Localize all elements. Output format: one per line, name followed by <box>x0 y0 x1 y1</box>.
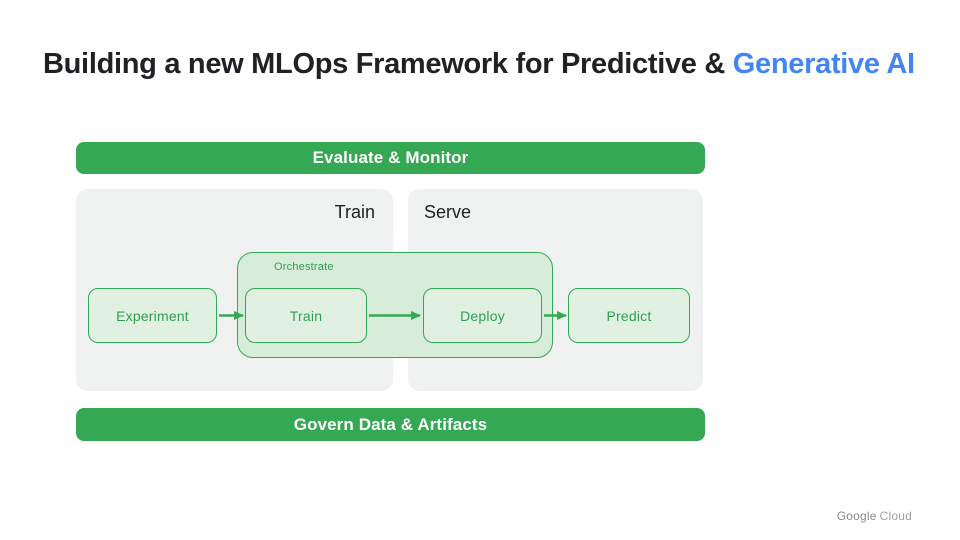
node-experiment-label: Experiment <box>116 307 189 324</box>
node-deploy-label: Deploy <box>460 307 505 324</box>
slide-title-text: Building a new MLOps Framework for Predi… <box>43 48 733 80</box>
train-panel-label: Train <box>334 202 375 222</box>
node-predict-label: Predict <box>606 307 652 324</box>
node-deploy: Deploy <box>423 288 542 343</box>
node-experiment: Experiment <box>88 288 217 343</box>
google-logo-text: Google <box>836 509 877 523</box>
cloud-logo-text: Cloud <box>879 509 912 523</box>
node-predict: Predict <box>568 288 690 343</box>
evaluate-monitor-banner: Evaluate & Monitor <box>76 142 705 174</box>
govern-banner-label: Govern Data & Artifacts <box>293 414 488 434</box>
govern-banner: Govern Data & Artifacts <box>76 408 705 441</box>
generative-ai-highlight: Generative AI <box>732 48 915 80</box>
evaluate-monitor-banner-label: Evaluate & Monitor <box>312 148 469 167</box>
node-train: Train <box>245 288 367 343</box>
node-train-label: Train <box>289 307 323 324</box>
slide-title: Building a new MLOps Framework for Predi… <box>43 48 923 81</box>
serve-panel-label: Serve <box>424 202 472 222</box>
orchestrate-group-label: Orchestrate <box>274 261 334 273</box>
